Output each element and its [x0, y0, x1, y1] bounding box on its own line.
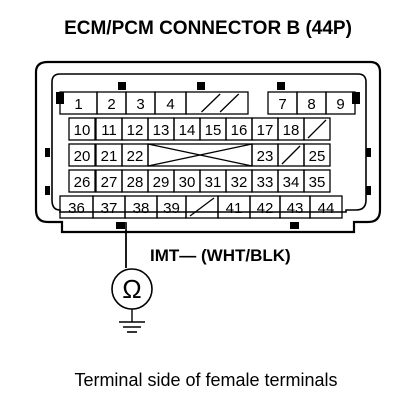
terminal-label: 8 [307, 96, 315, 113]
terminal-label: 42 [257, 200, 274, 217]
blank-cell-slash [147, 143, 253, 167]
terminal-label: 9 [336, 96, 344, 113]
terminal-label: 38 [133, 200, 150, 217]
terminal-label: 26 [74, 174, 91, 191]
terminal-label: 12 [127, 122, 144, 139]
terminal-label: 35 [309, 174, 326, 191]
terminal-label: 37 [101, 200, 118, 217]
terminal-label: 18 [283, 122, 300, 139]
blank-cell-slash [219, 93, 240, 113]
terminal-label: 15 [205, 122, 222, 139]
terminal-cell [68, 117, 96, 141]
terminal-label: 22 [127, 148, 144, 165]
terminal-label: 32 [231, 174, 248, 191]
terminal-label: 29 [153, 174, 170, 191]
blank-cell-slash [281, 145, 301, 165]
terminal-label: 25 [309, 148, 326, 165]
terminal-cell [68, 143, 96, 167]
wire-label: IMT— (WHT/BLK) [150, 246, 291, 265]
terminal-label: 39 [163, 200, 180, 217]
terminal-cell [303, 143, 331, 167]
ohm-symbol: Ω [122, 274, 141, 304]
terminal-cell [309, 195, 343, 219]
terminal-label: 31 [205, 174, 222, 191]
terminal-label: 41 [226, 200, 243, 217]
terminal-cell [68, 169, 96, 193]
blank-cell-slash [201, 93, 221, 113]
terminal-label: 10 [74, 122, 91, 139]
terminal-label: 20 [74, 148, 91, 165]
terminal-cell [303, 169, 331, 193]
terminal-label: 30 [179, 174, 196, 191]
terminal-label: 1 [74, 96, 82, 113]
terminal-label: 17 [257, 122, 274, 139]
ground-icon [119, 321, 145, 333]
blank-cell-slash [189, 197, 215, 217]
terminal-label: 16 [231, 122, 248, 139]
terminal-label: 23 [257, 148, 274, 165]
terminal-label: 36 [68, 200, 85, 217]
terminal-label: 14 [179, 122, 196, 139]
terminal-label: 43 [287, 200, 304, 217]
caption: Terminal side of female terminals [74, 370, 337, 390]
probe-assembly: Ω [111, 222, 153, 333]
terminal-label: 34 [283, 174, 300, 191]
terminal-label: 11 [101, 122, 117, 139]
terminal-cell [185, 91, 249, 115]
terminal-cell [303, 117, 331, 141]
terminal-label: 21 [101, 148, 118, 165]
terminal-label: 7 [278, 96, 286, 113]
terminal-label: 4 [166, 96, 174, 113]
terminal-label: 27 [101, 174, 118, 191]
terminal-cell [325, 91, 356, 115]
terminal-label: 13 [153, 122, 170, 139]
terminal-label: 3 [136, 96, 144, 113]
terminal-cell [147, 143, 253, 167]
blank-cell-slash [307, 119, 327, 139]
diagram-title: ECM/PCM CONNECTOR B (44P) [64, 18, 352, 39]
terminal-label: 28 [127, 174, 144, 191]
terminal-label: 33 [257, 174, 274, 191]
terminal-label: 44 [318, 200, 335, 217]
terminal-label: 2 [107, 96, 115, 113]
